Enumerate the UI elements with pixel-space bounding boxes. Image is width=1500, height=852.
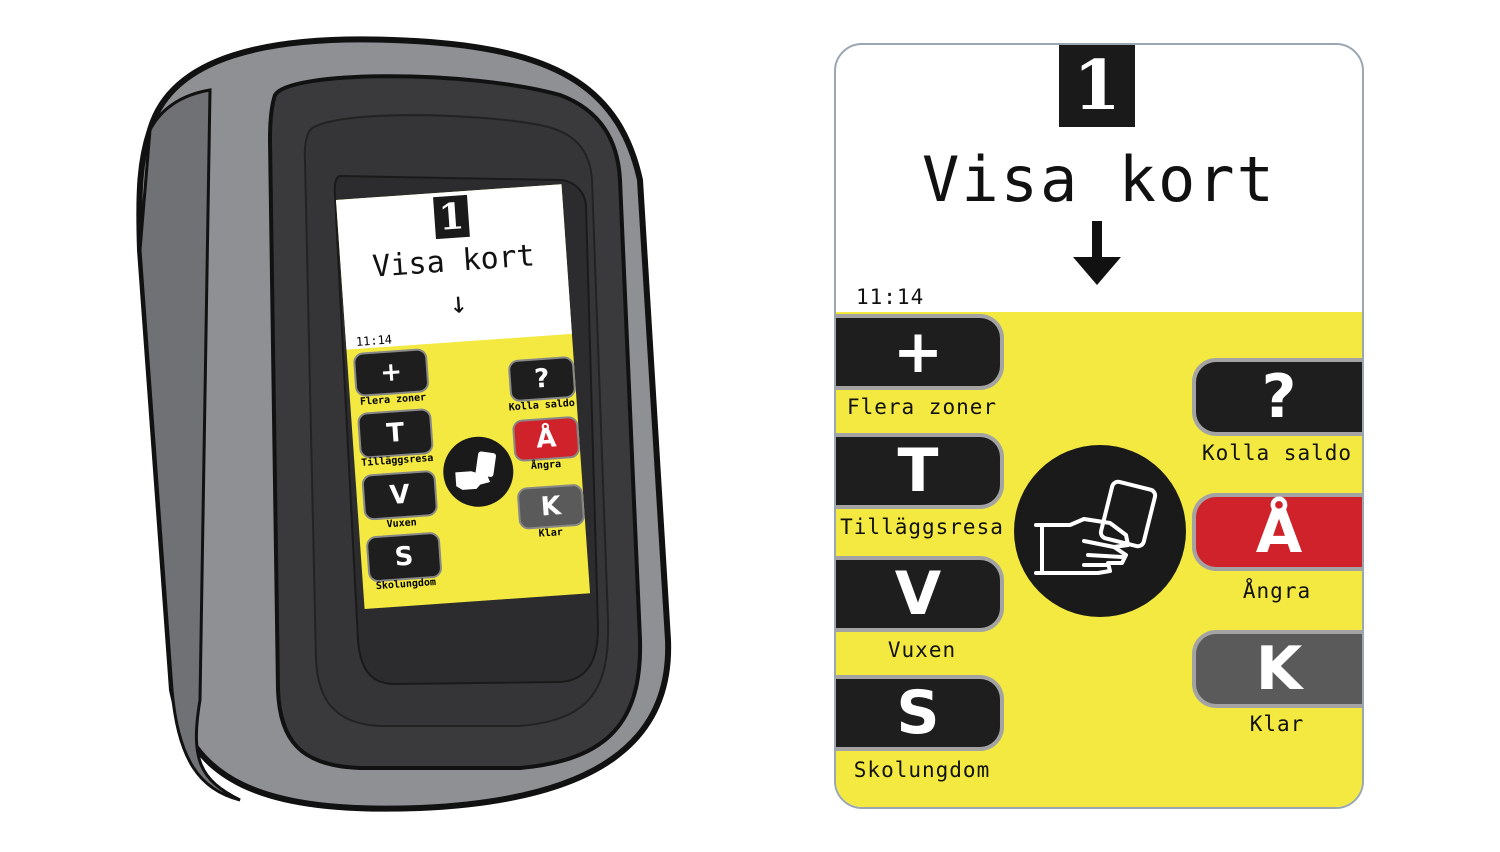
more-zones-button[interactable]: + [836, 314, 1004, 390]
extra-trip-button[interactable]: T [836, 433, 1004, 509]
mini-time: 11:14 [355, 332, 393, 349]
page-title: Visa kort [922, 143, 1276, 216]
clock: 11:14 [856, 285, 925, 309]
mini-button-more-zones: + [352, 348, 430, 398]
more-zones-label: Flera zoner [846, 395, 998, 419]
done-button[interactable]: K [1192, 630, 1362, 708]
hand-holding-card-icon [1014, 445, 1186, 617]
mini-step-badge: 1 [433, 194, 470, 240]
mini-button-done: K [516, 483, 586, 531]
undo-button[interactable]: Å [1192, 493, 1362, 571]
school-youth-button[interactable]: S [836, 675, 1004, 751]
school-youth-label: Skolungdom [853, 758, 991, 782]
down-arrow-icon [1073, 221, 1121, 285]
mini-button-extra-trip: T [356, 407, 434, 459]
mini-button-check-balance: ? [507, 355, 577, 403]
ticket-screen: 1 Visa kort 11:14 + Flera zoner T Tilläg… [834, 43, 1364, 809]
mini-button-adult: V [361, 469, 439, 521]
mini-down-arrow-icon: ↓ [448, 285, 469, 322]
extra-trip-label: Tilläggsresa [840, 515, 1004, 539]
mini-button-school-youth: S [365, 531, 443, 583]
adult-label: Vuxen [887, 638, 957, 662]
device-mini-screen: 1 Visa kort ↓ 11:14 + Flera zoner T Till… [336, 183, 606, 639]
mini-button-undo: Å [511, 415, 581, 463]
check-balance-label: Kolla saldo [1201, 441, 1353, 465]
done-label: Klar [1249, 712, 1305, 736]
check-balance-button[interactable]: ? [1192, 358, 1362, 436]
adult-button[interactable]: V [836, 556, 1004, 632]
mini-hand-holding-card-icon [440, 434, 516, 510]
device-illustration: 1 Visa kort ↓ 11:14 + Flera zoner T Till… [136, 36, 672, 812]
undo-label: Ångra [1242, 579, 1312, 603]
step-number-badge: 1 [1059, 45, 1135, 127]
